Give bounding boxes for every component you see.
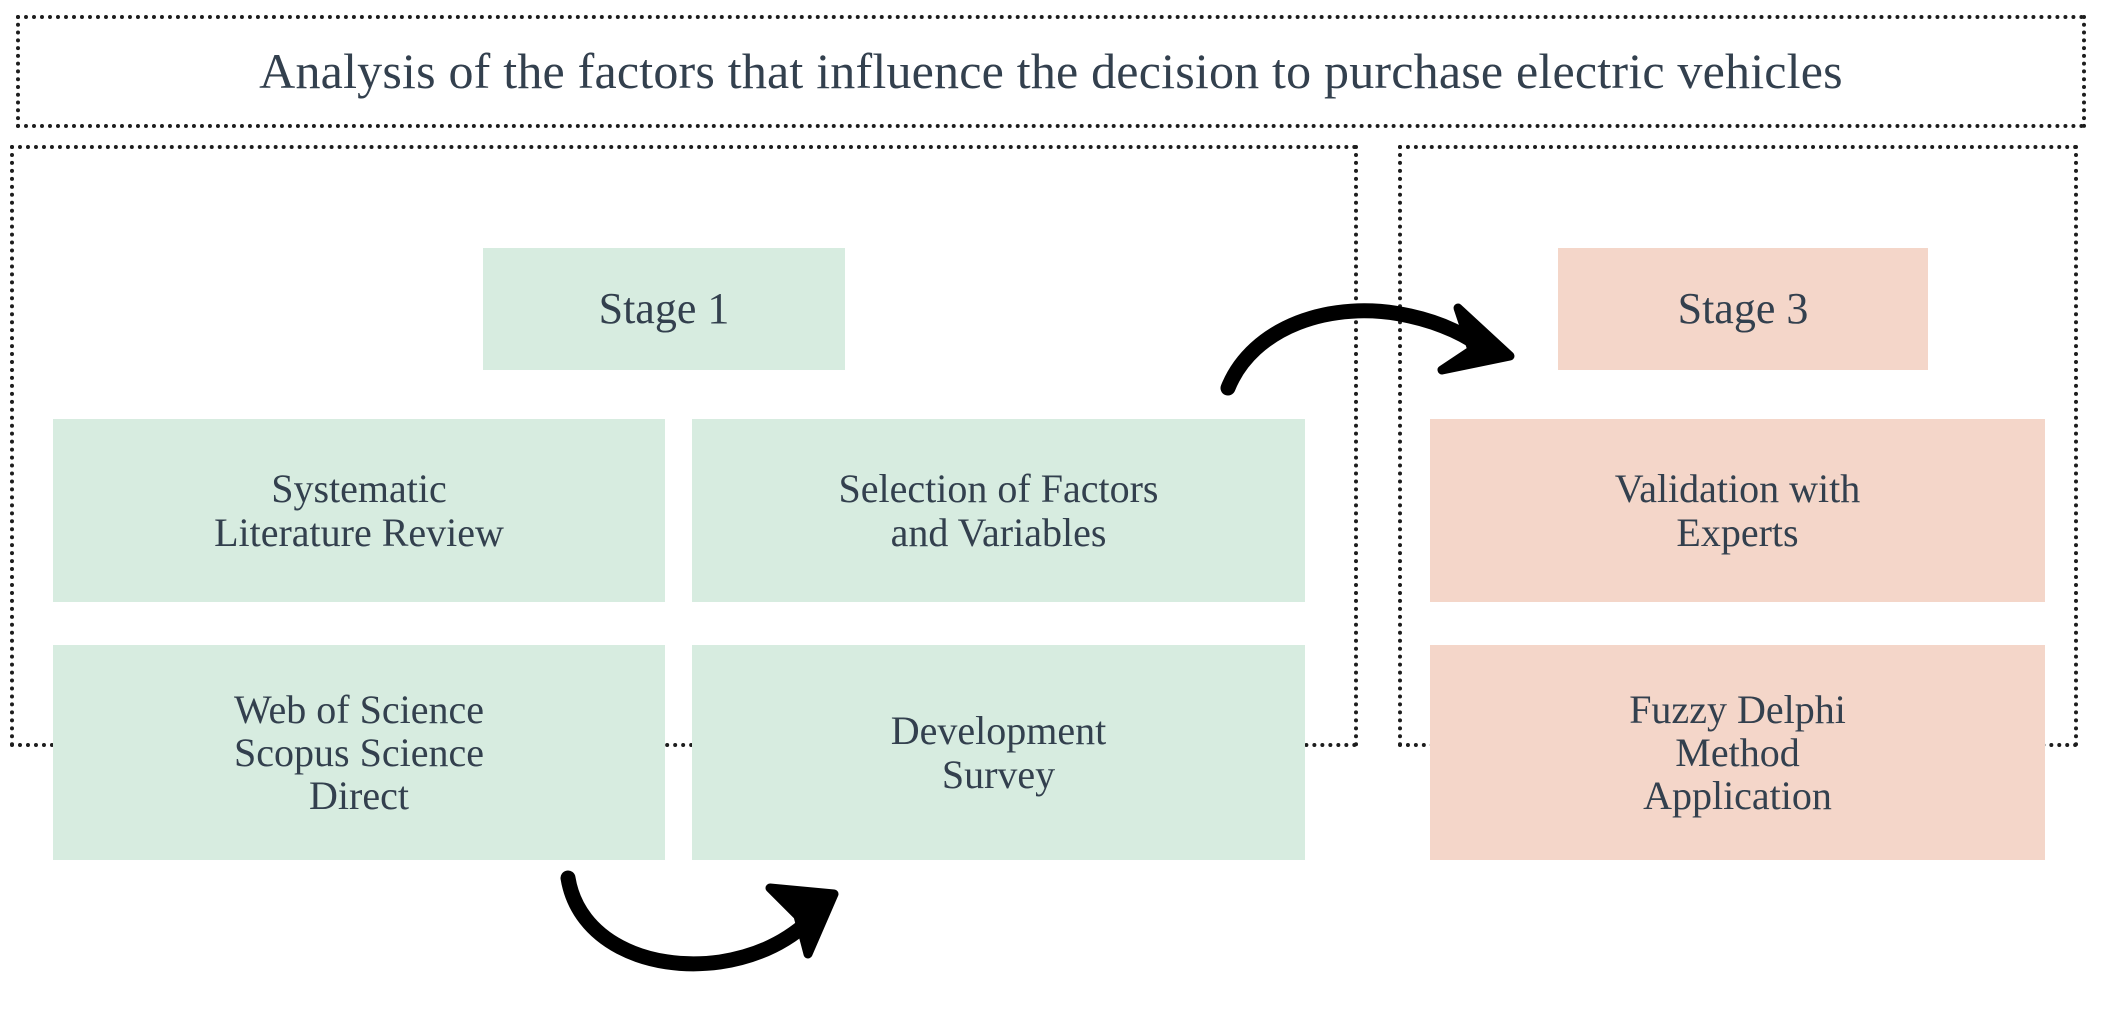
stage-3-header-label: Stage 3	[1677, 284, 1809, 334]
node-databases: Web of Science Scopus Science Direct	[53, 645, 665, 860]
node-systematic-literature-review: Systematic Literature Review	[53, 419, 665, 602]
page-title: Analysis of the factors that influence t…	[259, 43, 1843, 99]
node-development-survey: Development Survey	[692, 645, 1305, 860]
node-validation-with-experts: Validation with Experts	[1430, 419, 2045, 602]
node-label: Web of Science Scopus Science Direct	[234, 686, 484, 819]
node-fuzzy-delphi-method-application: Fuzzy Delphi Method Application	[1430, 645, 2045, 860]
arrow-within-stage1-icon	[560, 870, 839, 972]
node-label: Fuzzy Delphi Method Application	[1629, 686, 1846, 819]
diagram-title-frame: Analysis of the factors that influence t…	[16, 15, 2086, 128]
stage-1-header-label: Stage 1	[598, 284, 730, 334]
node-label: Development Survey	[890, 708, 1107, 797]
node-label: Selection of Factors and Variables	[838, 466, 1159, 555]
stage-1-header-box: Stage 1	[483, 248, 845, 370]
stage-3-header-box: Stage 3	[1558, 248, 1928, 370]
node-label: Systematic Literature Review	[214, 466, 504, 555]
node-selection-of-factors-and-variables: Selection of Factors and Variables	[692, 419, 1305, 602]
node-label: Validation with Experts	[1614, 466, 1861, 555]
